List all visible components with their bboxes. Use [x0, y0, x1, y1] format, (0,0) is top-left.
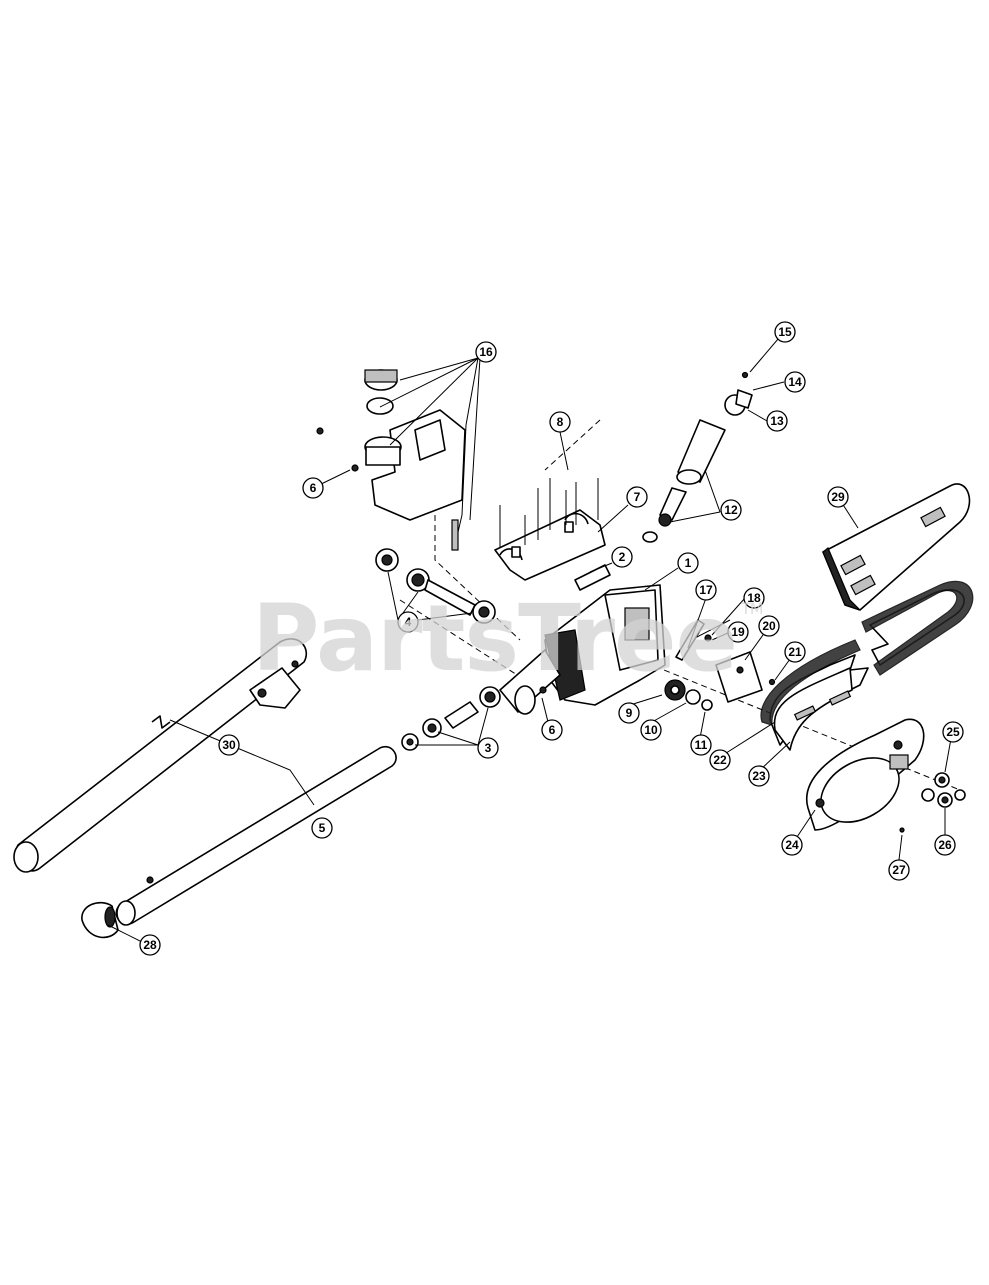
callout-label: 7 — [634, 490, 641, 504]
part-outer-tube — [13, 638, 307, 873]
callout-label: 6 — [310, 481, 317, 495]
part-gear-housing — [499, 564, 666, 715]
callout-label: 26 — [938, 838, 952, 852]
callout-label: 28 — [143, 938, 157, 952]
callout-1: 1 — [677, 552, 699, 574]
part-nuts — [899, 772, 966, 833]
callout-7: 7 — [626, 486, 648, 508]
part-guide-bar-chain — [760, 580, 974, 751]
callout-label: 10 — [644, 723, 658, 737]
callout-6b: 6 — [541, 719, 563, 741]
callout-23: 23 — [748, 765, 770, 787]
callout-16: 16 — [475, 341, 497, 363]
callout-13: 13 — [766, 410, 788, 432]
callout-label: 14 — [788, 375, 802, 389]
callout-label: 17 — [699, 583, 713, 597]
callout-label: 1 — [685, 556, 692, 570]
callout-label: 6 — [549, 723, 556, 737]
callout-26: 26 — [934, 834, 956, 856]
callout-19: 19 — [727, 621, 749, 643]
part-oil-reservoir — [316, 369, 467, 551]
callout-label: 12 — [724, 503, 738, 517]
callout-label: 18 — [747, 591, 761, 605]
callout-label: 22 — [713, 753, 727, 767]
callout-label: 11 — [695, 738, 708, 752]
callout-label: 16 — [479, 345, 493, 359]
callout-12: 12 — [720, 499, 742, 521]
callout-9: 9 — [618, 702, 640, 724]
callout-label: 24 — [785, 838, 799, 852]
callout-20: 20 — [758, 615, 780, 637]
callout-8: 8 — [549, 411, 571, 433]
callout-4: 4 — [397, 611, 419, 633]
callout-label: 30 — [222, 738, 236, 752]
callout-30: 30 — [218, 734, 240, 756]
callout-label: 19 — [731, 625, 745, 639]
callout-5: 5 — [311, 817, 333, 839]
part-bearings-lower — [401, 686, 501, 751]
callout-22: 22 — [709, 749, 731, 771]
part-end-cap — [81, 901, 119, 939]
callout-label: 13 — [770, 414, 784, 428]
callout-label: 23 — [752, 769, 766, 783]
callout-17: 17 — [695, 579, 717, 601]
callout-label: 2 — [619, 550, 626, 564]
callout-label: 21 — [788, 645, 802, 659]
part-clamp-housing — [494, 478, 606, 581]
callout-leaders — [107, 331, 953, 946]
callout-29: 29 — [827, 486, 849, 508]
part-tensioner — [675, 619, 731, 661]
callout-label: 9 — [626, 706, 633, 720]
callout-label: 27 — [892, 863, 906, 877]
callout-18: 18 — [743, 587, 765, 609]
part-bearings-upper — [375, 548, 496, 624]
callout-25: 25 — [942, 721, 964, 743]
callout-label: 20 — [762, 619, 776, 633]
part-cover-plate — [715, 651, 776, 703]
part-inner-tube — [115, 745, 397, 926]
part-sprocket — [664, 679, 713, 711]
callout-label: 8 — [557, 415, 564, 429]
callout-21: 21 — [784, 641, 806, 663]
callout-15: 15 — [774, 321, 796, 343]
callout-label: 15 — [778, 325, 792, 339]
part-bar-scabbard — [822, 483, 971, 611]
callout-label: 29 — [831, 490, 845, 504]
callout-label: 5 — [319, 821, 326, 835]
callout-2: 2 — [611, 546, 633, 568]
callout-6: 6 — [302, 477, 324, 499]
callout-10: 10 — [640, 719, 662, 741]
callout-14: 14 — [784, 371, 806, 393]
callout-11: 11 — [690, 734, 712, 756]
callout-3: 3 — [477, 737, 499, 759]
callout-28: 28 — [139, 934, 161, 956]
callout-27: 27 — [888, 859, 910, 881]
callout-label: 3 — [485, 741, 492, 755]
part-handle-tube — [642, 371, 753, 543]
callout-label: 4 — [405, 615, 412, 629]
callout-label: 25 — [946, 725, 960, 739]
part-chain-cover — [805, 718, 925, 831]
callout-24: 24 — [781, 834, 803, 856]
